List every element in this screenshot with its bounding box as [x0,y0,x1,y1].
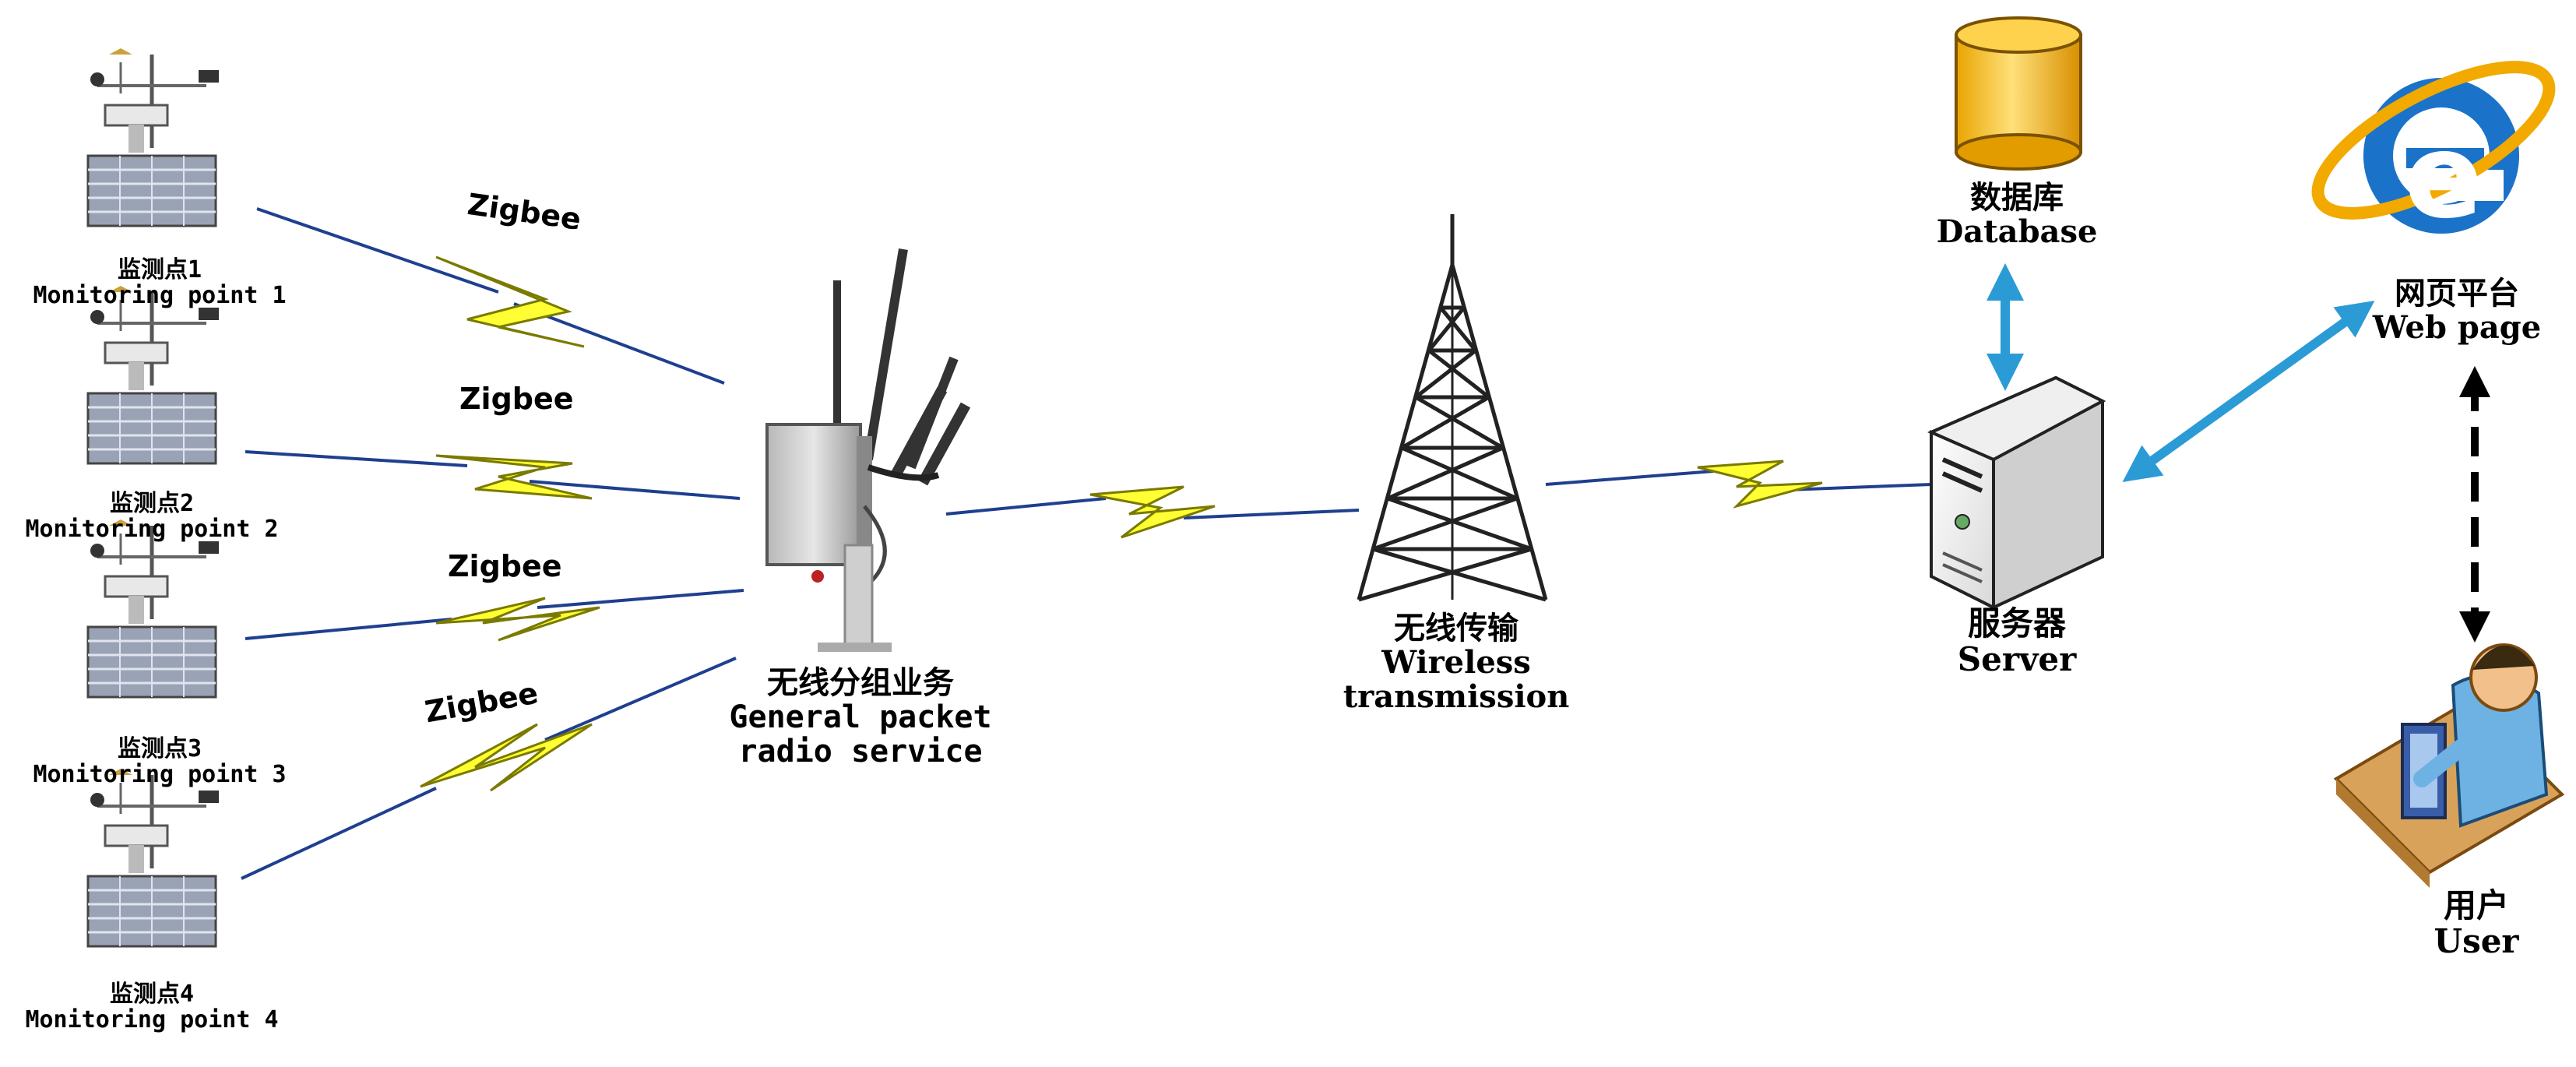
gprs-label-cn: 无线分组业务 [767,665,954,701]
monitoring-point-2-en: Monitoring point 2 [25,516,279,543]
monitoring-point-2-icon [88,286,219,463]
database-label-en: Database [1936,213,2098,250]
wireless-link-gprs-tower [945,485,1360,539]
zigbee-label-2: Zigbee [459,382,574,416]
web-browser-logo-icon: e [2311,61,2556,234]
transmission-tower-icon [1357,214,1548,602]
database-icon [1955,16,2082,171]
zigbee-link-3 [245,589,744,642]
webpage-label-cn: 网页平台 [2395,275,2519,312]
monitoring-point-3-label: 监测点3 Monitoring point 3 [27,736,292,787]
webpage-label-en: Web page [2372,309,2542,346]
wireless-label-en-2: transmission [1343,678,1570,715]
wireless-label-cn: 无线传输 [1394,610,1519,646]
database-label-cn: 数据库 [1970,179,2064,216]
server-icon [1927,375,2106,611]
gprs-label-en-1: General packet [729,699,992,735]
monitoring-point-2-cn: 监测点2 [109,490,195,517]
monitoring-point-3-cn: 监测点3 [117,735,202,762]
monitoring-point-3-en: Monitoring point 3 [33,761,287,788]
database-label: 数据库 Database [1900,181,2134,249]
zigbee-label-3: Zigbee [448,549,562,583]
wireless-transmission-label: 无线传输 Wireless transmission [1308,611,1604,714]
monitoring-point-4-icon [88,769,219,946]
monitoring-point-4-label: 监测点4 Monitoring point 4 [8,981,296,1033]
user-label-cn: 用户 [2443,886,2509,924]
zigbee-link-1 [256,207,725,385]
monitoring-point-4-cn: 监测点4 [109,981,195,1008]
monitoring-point-1-label: 监测点1 Monitoring point 1 [31,257,288,308]
user-at-computer-icon [2333,643,2565,888]
monitoring-point-1-cn: 监测点1 [117,256,202,283]
zigbee-link-4 [241,657,737,880]
server-webpage-arrow [2122,300,2375,483]
user-label-en: User [2433,922,2519,961]
server-label: 服务器 Server [1900,604,2134,679]
webpage-label: 网页平台 Web page [2348,276,2566,345]
gprs-label-en-2: radio service [738,734,983,769]
server-label-en: Server [1957,640,2077,679]
wireless-label-en-1: Wireless [1381,644,1531,681]
monitoring-point-1-en: Monitoring point 1 [33,282,287,309]
zigbee-link-2 [245,450,741,500]
wireless-link-tower-server [1545,460,1932,509]
server-label-cn: 服务器 [1967,604,2066,643]
gprs-terminal-icon [765,248,971,652]
monitoring-point-1-icon [88,48,219,226]
monitoring-point-3-icon [88,519,219,697]
web-logo-e: e [2404,109,2483,245]
user-label: 用户 User [2383,886,2570,961]
monitoring-point-2-label: 监测点2 Monitoring point 2 [19,491,284,542]
gprs-label: 无线分组业务 General packet radio service [693,666,1028,769]
monitoring-point-4-en: Monitoring point 4 [25,1006,279,1034]
